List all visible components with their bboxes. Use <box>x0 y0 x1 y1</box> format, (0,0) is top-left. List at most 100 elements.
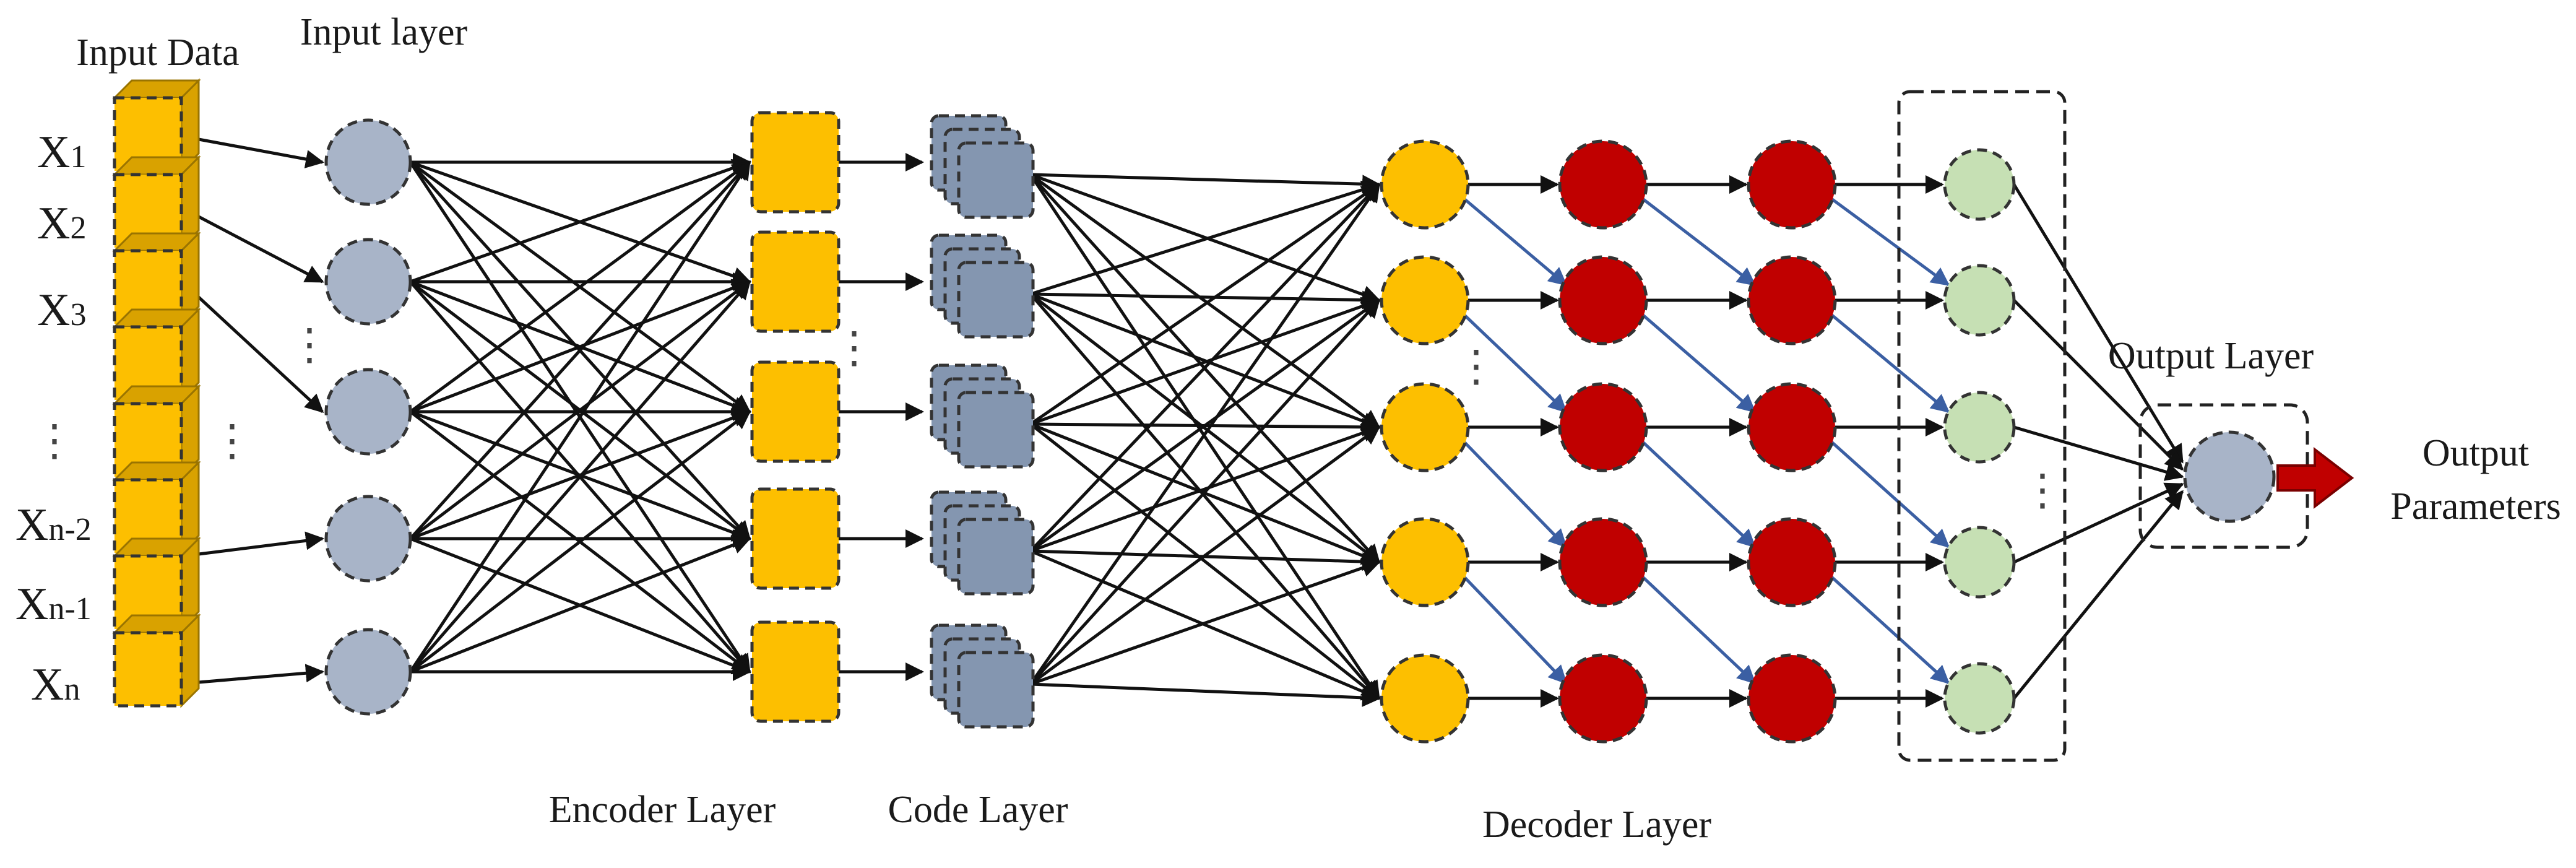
decoder-red2-node-3 <box>1747 382 1837 472</box>
decoder-red1-node-1 <box>1558 139 1648 230</box>
edge-code4-dec3 <box>1030 423 1381 553</box>
code-node-3-layer-3 <box>957 391 1035 469</box>
code-node-4-layer-3 <box>957 518 1035 596</box>
code-node-1-layer-3 <box>957 141 1035 219</box>
ellipsis-input-layer: ⋮ <box>288 321 331 369</box>
decoder-red2-node-4 <box>1747 517 1837 607</box>
diag-r2-to-green-1 <box>1828 195 1950 287</box>
code-node-2-layer-3 <box>957 261 1035 339</box>
diag-dy-to-r1-1 <box>1461 196 1568 286</box>
edge-input5-enc3 <box>409 410 751 673</box>
diag-r2-to-green-3 <box>1828 438 1950 549</box>
arrow-input-to-node-1 <box>198 137 324 168</box>
decoder-red1-node-4 <box>1558 517 1648 607</box>
diag-r1-to-r2-4 <box>1639 573 1757 685</box>
diag-r1-to-r2-2 <box>1639 311 1757 413</box>
decoder-yellow-node-2 <box>1380 255 1470 345</box>
input-node-4 <box>324 495 412 583</box>
edge-input5-enc4 <box>410 536 751 674</box>
edge-input5-enc1 <box>408 160 751 673</box>
edge-code4-dec2 <box>1029 298 1381 553</box>
edge-code5-dec3 <box>1029 425 1381 686</box>
diag-r1-to-r2-3 <box>1639 438 1757 549</box>
decoder-yellow-node-3 <box>1380 382 1470 472</box>
input-layer-label: Input layer <box>300 11 468 53</box>
decoder-layer-label: Decoder Layer <box>1482 804 1711 846</box>
input-data-stack <box>112 78 201 708</box>
edge-code1-dec1 <box>1030 173 1381 194</box>
edge-code3-dec1 <box>1029 183 1381 426</box>
output-arrow <box>2276 446 2354 510</box>
edge-code5-dec1 <box>1029 183 1381 685</box>
edge-code1-dec2 <box>1030 173 1381 303</box>
dense-green-node-2 <box>1943 264 2016 337</box>
diag-dy-to-r1-2 <box>1461 311 1568 414</box>
ellipsis-decoder-layer: ⋮ <box>1454 343 1498 391</box>
arrow-input-to-node-5 <box>198 664 324 684</box>
ellipsis-code-layer: ⋮ <box>832 324 876 372</box>
output-parameters-label-2: Parameters <box>2390 485 2561 527</box>
encoder-node-4 <box>750 487 841 590</box>
encoder-node-1 <box>750 111 841 214</box>
edge-code2-dec2 <box>1030 290 1381 310</box>
output-parameters-label-1: Output <box>2423 432 2529 474</box>
edge-code3-dec5 <box>1029 423 1381 700</box>
arrow-green-to-output-4 <box>2013 482 2184 564</box>
edge-code5-dec5 <box>1030 682 1381 707</box>
input-cube-8 <box>113 631 183 708</box>
edge-input2-enc1 <box>410 158 751 284</box>
decoder-red1-node-3 <box>1558 382 1648 472</box>
diag-r1-to-r2-1 <box>1639 196 1757 286</box>
decoder-red1-node-2 <box>1558 255 1648 345</box>
edge-input4-enc2 <box>409 280 751 540</box>
edge-input4-enc1 <box>409 160 751 540</box>
decoder-red2-node-2 <box>1747 255 1837 345</box>
decoder-red2-node-1 <box>1747 139 1837 230</box>
input-label-xn-1: Xn-1 <box>15 579 92 630</box>
dense-green-node-3 <box>1943 391 2016 464</box>
decoder-yellow-node-4 <box>1380 517 1470 607</box>
diag-dy-to-r1-3 <box>1461 438 1568 549</box>
input-node-5 <box>324 628 412 716</box>
decoder-yellow-node-5 <box>1380 653 1470 744</box>
edge-code4-dec1 <box>1029 183 1381 552</box>
diag-dy-to-r1-4 <box>1461 573 1568 685</box>
input-label-x1: X1 <box>37 127 86 178</box>
ellipsis-dense-layer: ⋮ <box>2021 467 2064 514</box>
arrow-green-to-output-3 <box>2013 425 2184 481</box>
diag-r2-to-green-2 <box>1828 311 1950 413</box>
input-node-3 <box>324 368 412 456</box>
nodes-layer <box>324 111 2276 744</box>
ellipsis-input-labels: ⋮ <box>33 417 76 465</box>
edge-code5-dec4 <box>1030 558 1381 686</box>
encoder-node-2 <box>750 230 841 333</box>
input-node-1 <box>324 118 412 206</box>
dense-green-node-1 <box>1943 148 2016 221</box>
encoder-node-5 <box>750 620 841 723</box>
edge-code1-dec3 <box>1029 173 1381 429</box>
output-node <box>2183 430 2276 523</box>
arrow-input-to-node-2 <box>197 215 324 284</box>
dense-green-node-4 <box>1943 526 2016 599</box>
decoder-red1-node-5 <box>1558 653 1648 744</box>
connections-layer <box>197 137 2184 708</box>
edge-input3-enc1 <box>409 160 751 414</box>
decoder-yellow-node-1 <box>1380 139 1470 230</box>
edge-code3-dec2 <box>1030 297 1381 426</box>
diag-r2-to-green-4 <box>1828 573 1950 685</box>
arrow-input-to-node-4 <box>198 531 324 556</box>
input-label-x2: X2 <box>37 198 86 249</box>
ellipsis-input-stack: ⋮ <box>210 417 254 465</box>
decoder-red2-node-5 <box>1747 653 1837 744</box>
input-labels: X1 X2 X3 Xn-2 Xn-1 Xn <box>15 127 92 710</box>
encoder-layer-label: Encoder Layer <box>549 789 776 831</box>
edge-code5-dec2 <box>1029 298 1381 685</box>
encoder-node-3 <box>750 360 841 463</box>
arrow-green-to-output-1 <box>2012 183 2184 464</box>
input-node-2 <box>324 238 412 326</box>
arrow-input-to-node-3 <box>197 296 324 414</box>
input-label-xn: Xn <box>31 659 80 710</box>
dense-layer-box <box>1897 90 2067 762</box>
input-label-x3: X3 <box>37 285 86 336</box>
